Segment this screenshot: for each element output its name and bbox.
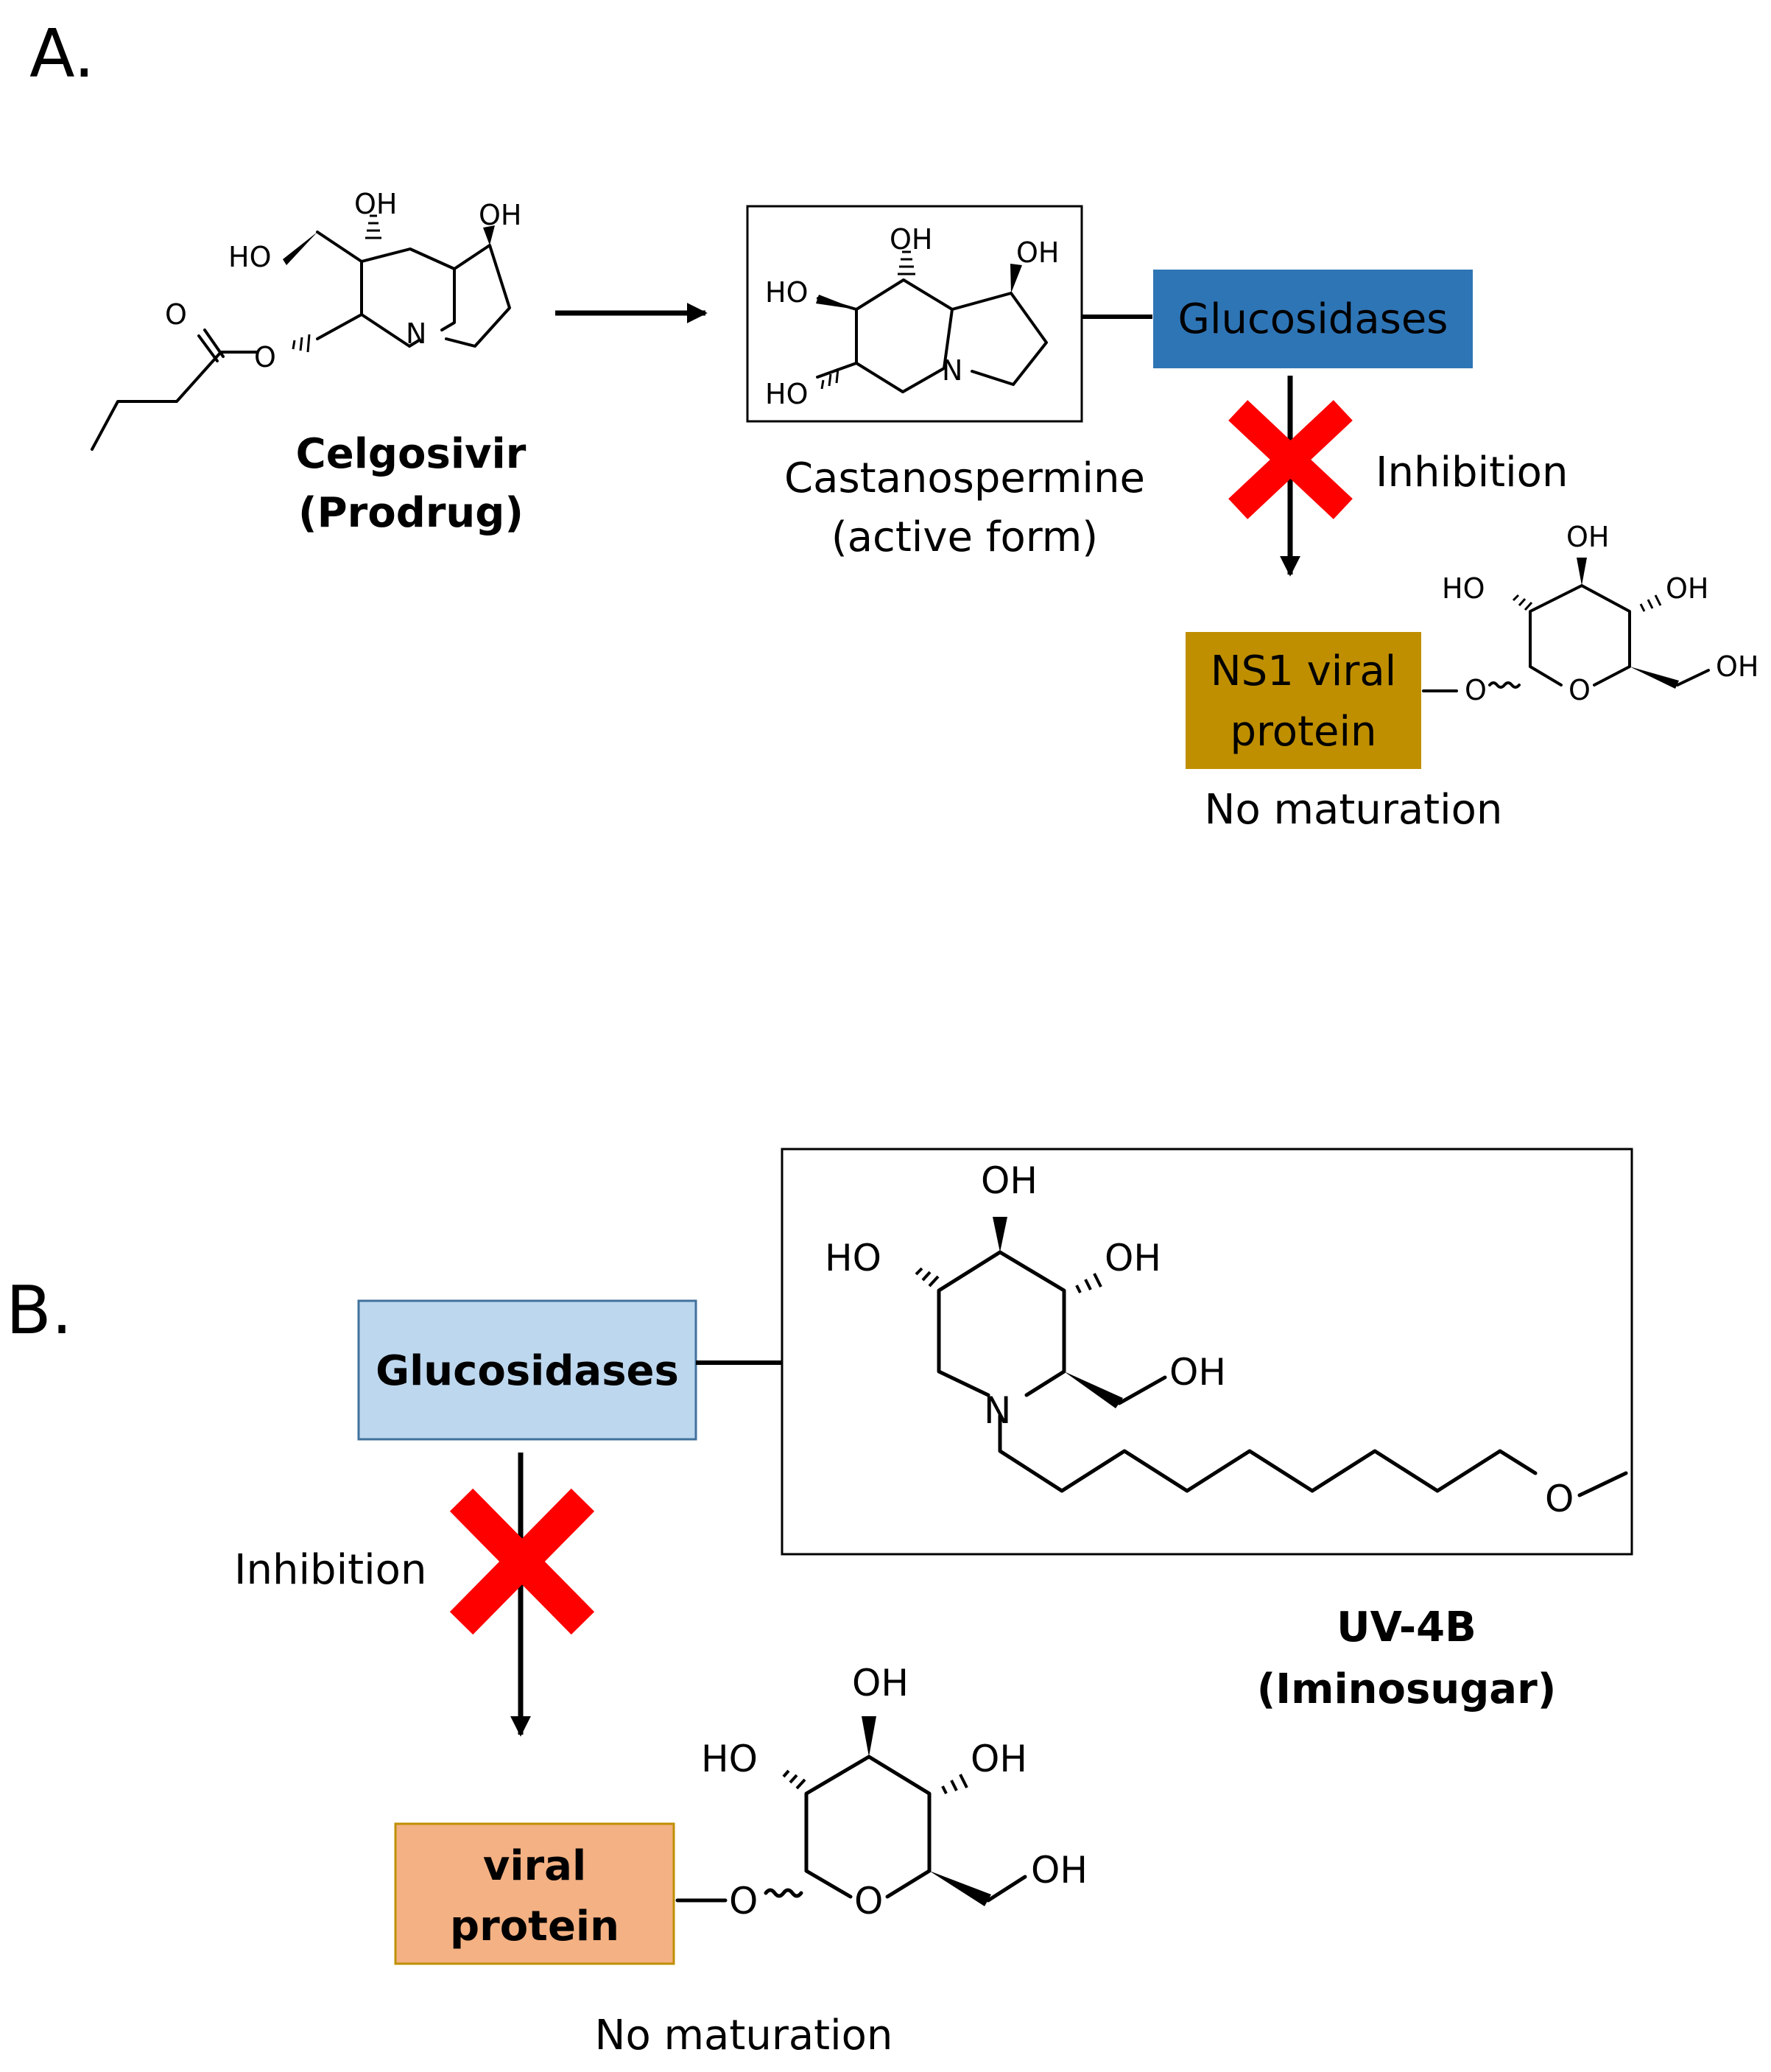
uv4b-oh-top: OH	[981, 1159, 1038, 1202]
castanospermine-wedge-1	[816, 295, 856, 309]
viral-protein-box	[394, 1822, 675, 1965]
glucosidases-box-a	[1153, 270, 1473, 368]
sugar-a-wedge-ch2	[1630, 667, 1679, 689]
castanospermine-n: N	[942, 354, 962, 387]
uv4b-ether-o: O	[1545, 1478, 1574, 1520]
sugar-b-wedge-top	[862, 1716, 876, 1757]
sugar-a-oh-ch2: OH	[1716, 650, 1758, 683]
no-maturation-b: No maturation	[595, 2012, 893, 2059]
ns1-protein-line1: NS1 viral	[1211, 647, 1396, 695]
sugar-a-oh-top: OH	[1566, 521, 1609, 553]
glucose-structure-b: OH HO OH OH O O	[675, 1662, 1088, 1922]
uv4b-subtitle: (Iminosugar)	[1257, 1665, 1557, 1713]
castanospermine-ho-bottom: HO	[765, 378, 808, 410]
uv4b-name: UV-4B	[1337, 1604, 1476, 1651]
panel-a-label: A.	[29, 15, 95, 93]
viral-protein-line1: viral	[483, 1842, 586, 1890]
celgosivir-subtitle: (Prodrug)	[298, 489, 524, 537]
uv4b-wedge-ch2	[1064, 1372, 1123, 1408]
sugar-b-hash-right	[941, 1774, 968, 1794]
celgosivir-hash-1	[365, 214, 381, 239]
celgosivir-n: N	[406, 317, 426, 350]
sugar-b-ho: HO	[701, 1738, 758, 1780]
sugar-a-hash-right	[1639, 594, 1662, 612]
castanospermine-structure: OH OH HO HO N	[765, 223, 1059, 410]
celgosivir-ester-o: O	[254, 341, 276, 373]
celgosivir-wedge-2	[483, 225, 495, 245]
uv4b-hash-left	[915, 1267, 940, 1288]
castanospermine-subtitle: (active form)	[831, 513, 1098, 561]
celgosivir-carbonyl-o: O	[165, 298, 187, 331]
sugar-a-glycosidic-o: O	[1465, 674, 1487, 706]
sugar-b-wedge-ch2	[929, 1871, 991, 1906]
panel-b-label: B.	[6, 1272, 72, 1349]
celgosivir-name: Celgosivir	[296, 430, 527, 478]
celgosivir-ho: HO	[228, 241, 271, 273]
viral-protein-line2: protein	[450, 1903, 619, 1950]
sugar-b-oh-right: OH	[971, 1738, 1027, 1780]
ns1-protein-line2: protein	[1230, 708, 1376, 756]
castanospermine-hash-1	[898, 250, 915, 275]
sugar-a-wedge-top	[1577, 558, 1587, 586]
glucosidases-box-b	[357, 1299, 697, 1441]
sugar-b-oh-ch2: OH	[1031, 1849, 1088, 1892]
castanospermine-ho-top: HO	[765, 276, 808, 309]
cross-icon-b	[449, 1488, 595, 1635]
uv4b-oh-right: OH	[1105, 1237, 1161, 1279]
sugar-b-oh-top: OH	[852, 1662, 909, 1704]
inhibition-label-b: Inhibition	[234, 1546, 426, 1594]
glucosidases-label-b: Glucosidases	[376, 1347, 679, 1395]
celgosivir-structure: OH OH HO N O O	[91, 188, 521, 451]
sugar-a-oh-right: OH	[1666, 572, 1708, 605]
castanospermine-name: Castanospermine	[784, 454, 1145, 502]
sugar-b-hash-left	[782, 1769, 806, 1790]
castanospermine-hash-2	[820, 368, 839, 390]
ns1-protein-box	[1186, 632, 1421, 769]
sugar-a-hash-left	[1512, 594, 1533, 611]
uv4b-ho: HO	[825, 1237, 881, 1279]
sugar-b-glycosidic-o: O	[729, 1880, 758, 1922]
celgosivir-oh-right: OH	[479, 199, 521, 231]
glucosidases-label-a: Glucosidases	[1178, 295, 1448, 343]
castanospermine-frame	[746, 205, 1083, 423]
celgosivir-oh-top: OH	[354, 188, 397, 220]
castanospermine-oh-right: OH	[1016, 236, 1059, 269]
sugar-a-ho: HO	[1442, 572, 1485, 605]
no-maturation-a: No maturation	[1205, 786, 1503, 834]
uv4b-frame	[781, 1148, 1633, 1556]
uv4b-oh-ch2: OH	[1169, 1351, 1226, 1394]
sugar-a-ring-o: O	[1568, 674, 1591, 706]
uv4b-wedge-top	[993, 1217, 1007, 1252]
uv4b-n: N	[984, 1389, 1011, 1432]
glucose-structure-a: OH HO OH OH O O	[1422, 521, 1758, 706]
inhibition-label-a: Inhibition	[1376, 449, 1568, 496]
castanospermine-wedge-2	[1010, 264, 1022, 293]
sugar-b-ring-o: O	[854, 1880, 883, 1922]
uv4b-structure: OH HO OH OH N O	[825, 1159, 1628, 1520]
celgosivir-wedge-1	[283, 232, 317, 265]
castanospermine-oh-top: OH	[890, 223, 932, 256]
celgosivir-hash-2	[292, 334, 311, 353]
uv4b-hash-right	[1075, 1273, 1102, 1293]
cross-icon-a	[1228, 400, 1353, 519]
